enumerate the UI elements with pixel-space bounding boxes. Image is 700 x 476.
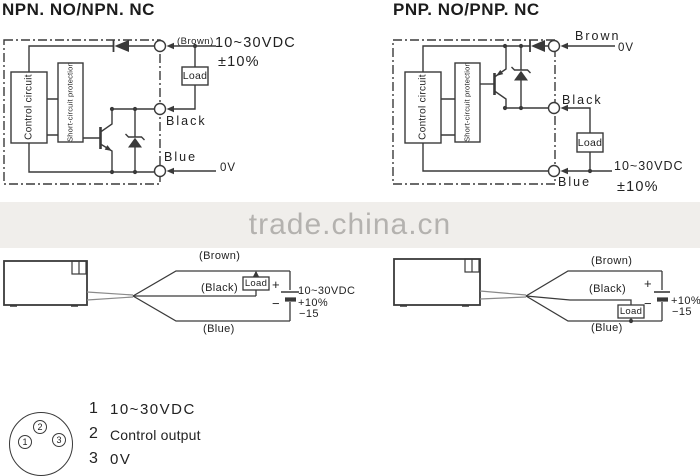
npn-protection-box [57,62,84,143]
right-plus-sign: + [644,276,652,291]
npn-zero-volt-label: 0V [220,162,237,174]
right-brown-label: (Brown) [591,255,633,267]
left-load-label: Load [244,278,268,289]
wire-brown-left [132,270,290,297]
watermark-text: trade.china.cn [248,208,452,241]
pnp-load-wiring [568,45,615,172]
left-tol-minus-label: −15 [299,308,319,320]
npn-load-wiring [173,45,216,172]
legend-3-num: 3 [89,450,98,467]
npn-terminals [153,39,167,178]
wiring-right [525,270,670,324]
wiring-left [132,270,299,322]
pnp-black-label: Black [562,93,603,107]
pnp-brown-label: Brown [575,29,621,43]
battery-left-icon [281,271,299,321]
sensor-body-right [393,258,481,307]
pnp-terminals [547,39,561,178]
cable-right [479,290,527,300]
npn-tolerance-label: ±10% [218,54,260,70]
left-blue-label: (Blue) [203,323,235,335]
pnp-supply-label: 10~30VDC [614,159,684,173]
pnp-title: PNP. NO/PNP. NC [393,0,540,19]
left-plus-sign: + [272,277,280,292]
wire-black-right [525,295,632,305]
pnp-top-wire [422,45,548,72]
npn-black-label: Black [166,114,207,128]
npn-transistor-icon [83,109,113,172]
connector-pin-3: 3 [52,433,66,447]
battery-right-icon [654,271,670,321]
npn-top-wire [28,45,154,72]
left-black-label: (Black) [201,282,239,294]
legend-2-num: 2 [89,425,98,442]
watermark-band: trade.china.cn [0,202,700,248]
npn-blue-label: Blue [164,150,198,164]
cable-left [86,291,134,301]
legend-1-label: 10~30VDC [110,401,196,418]
pnp-circuit [392,39,615,185]
pnp-blue-label: Blue [558,175,592,189]
sensor-body-left [3,260,88,307]
pnp-load-label: Load [577,136,603,149]
connector-pin-1: 1 [18,435,32,449]
npn-brown-label: (Brown) [177,36,214,47]
legend-3-label: 0V [110,451,132,468]
npn-protection-label: Short-circuit protection [65,62,75,142]
right-blue-label: (Blue) [591,322,623,334]
pnp-transistor-icon [480,46,507,108]
npn-title: NPN. NO/NPN. NC [2,0,155,19]
connector-pin-2: 2 [33,420,47,434]
wire-blue-left [132,295,290,322]
right-tol-minus-label: −15 [672,306,692,318]
npn-junction-dots [109,43,198,175]
left-supply-label: 10~30VDC [298,285,356,297]
pnp-zero-volt-label: 0V [618,42,635,54]
npn-load-label: Load [182,70,208,82]
right-minus-sign: − [644,296,652,311]
npn-control-label: Control circuit [23,74,35,140]
right-load-label: Load [619,306,643,317]
pnp-protection-box [454,62,481,143]
right-tol-plus-label: +10% [671,295,700,307]
npn-terminal-arrows [166,42,174,175]
legend-2-label: Control output [110,427,201,443]
left-minus-sign: − [272,296,280,311]
pnp-terminal-arrows [560,42,568,175]
wire-brown-right [525,270,662,297]
pnp-junction-dots [502,43,593,174]
left-tol-plus-label: +10% [298,297,329,309]
pnp-control-label: Control circuit [417,74,429,140]
pnp-zener-diode-icon [511,46,531,108]
pnp-tolerance-label: ±10% [617,179,659,195]
pnp-protection-label: Short-circuit protection [462,62,472,142]
right-black-label: (Black) [589,283,627,295]
npn-zener-diode-icon [125,109,145,172]
npn-circuit [3,39,216,185]
left-brown-label: (Brown) [199,250,241,262]
legend-1-num: 1 [89,400,98,417]
npn-supply-label: 10~30VDC [215,35,296,51]
